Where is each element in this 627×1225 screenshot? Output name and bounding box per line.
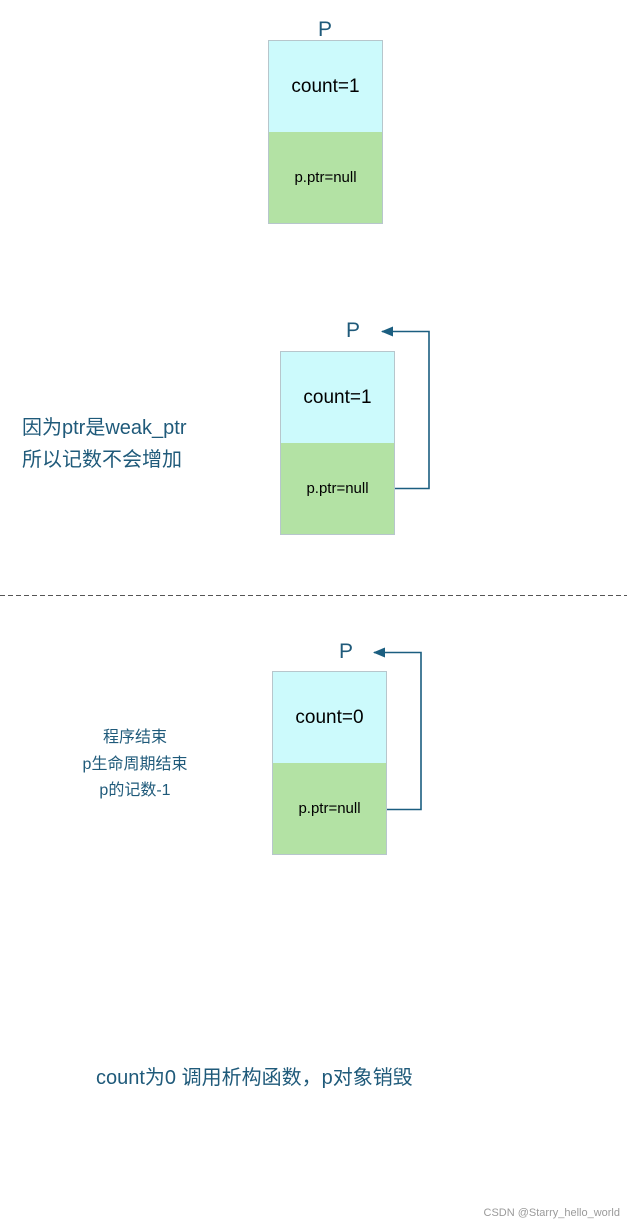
csdn-watermark: CSDN @Starry_hello_world bbox=[483, 1207, 621, 1219]
ptr-cell-2: p.ptr=null bbox=[280, 443, 395, 535]
self-reference-arrow-3 bbox=[373, 647, 422, 811]
object-p-label-3: P bbox=[338, 640, 353, 663]
destructor-caption: count为0 调用析构函数，p对象销毁 bbox=[96, 1067, 413, 1089]
self-reference-arrow-2 bbox=[381, 326, 430, 490]
object-p-label-2: P bbox=[345, 319, 360, 342]
program-end-note-line-2: p生命周期结束 bbox=[82, 755, 188, 773]
count-cell-3: count=0 bbox=[272, 671, 387, 763]
object-p-label-1: P bbox=[317, 18, 332, 41]
ptr-cell-3: p.ptr=null bbox=[272, 763, 387, 855]
ptr-cell-1: p.ptr=null bbox=[268, 132, 383, 224]
object-p-box-1: count=1 p.ptr=null bbox=[268, 40, 383, 224]
weak-ptr-note-line-2: 所以记数不会增加 bbox=[22, 449, 182, 471]
object-p-box-2: count=1 p.ptr=null bbox=[280, 351, 395, 535]
count-cell-1: count=1 bbox=[268, 40, 383, 132]
program-end-note-line-3: p的记数-1 bbox=[99, 782, 171, 799]
weak-ptr-note-line-1: 因为ptr是weak_ptr bbox=[22, 417, 187, 439]
count-cell-2: count=1 bbox=[280, 351, 395, 443]
program-end-note-line-1: 程序结束 bbox=[102, 729, 167, 746]
object-p-box-3: count=0 p.ptr=null bbox=[272, 671, 387, 855]
